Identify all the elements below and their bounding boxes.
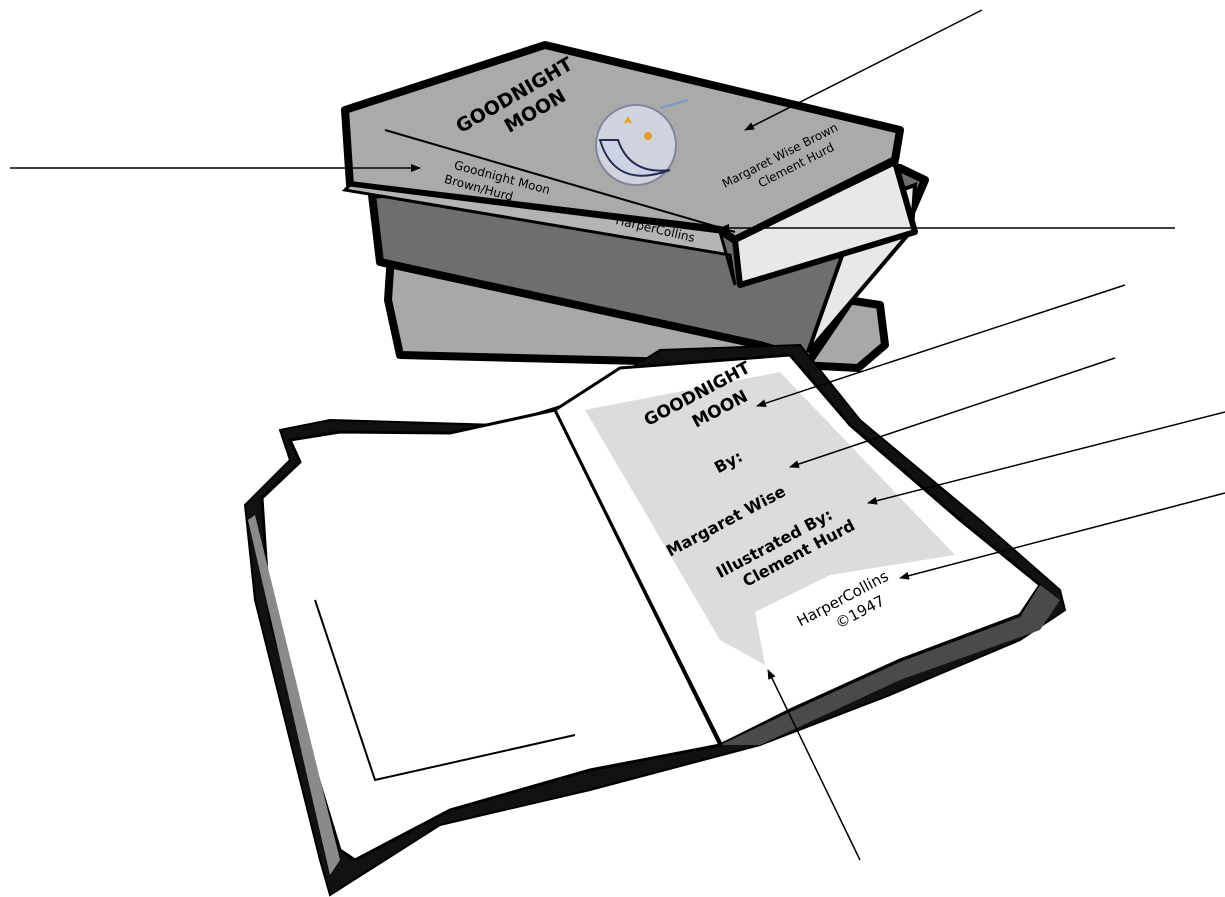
leader-line-illustrator	[868, 412, 1225, 503]
open-book: GOODNIGHT MOON By: Margaret Wise Illustr…	[245, 345, 1065, 895]
book-stack: GOODNIGHT MOON Margaret Wise Brown Cleme…	[345, 45, 925, 368]
leader-line-cover-author	[745, 10, 982, 130]
